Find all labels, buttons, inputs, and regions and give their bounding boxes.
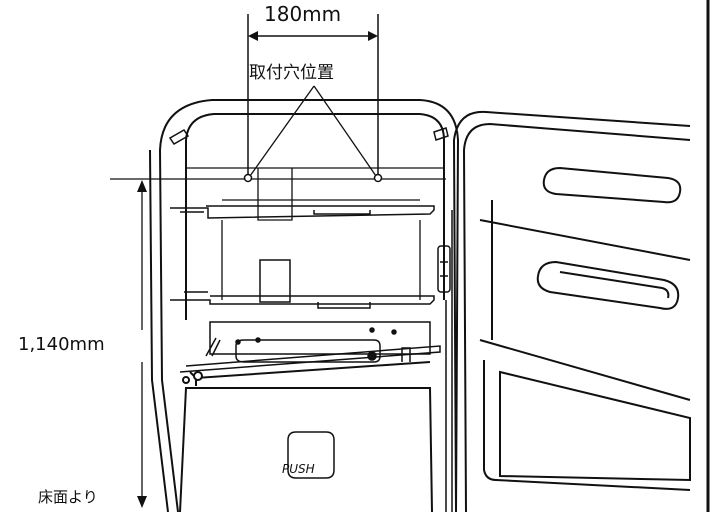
- push-button-label: PUSH: [282, 462, 315, 476]
- mounting-hole-left: [243, 173, 253, 183]
- height-dimension: [110, 178, 446, 508]
- mounting-holes: [243, 173, 383, 183]
- mounting-holes-label: 取付穴位置: [249, 63, 334, 83]
- door-hinge: [437, 210, 453, 512]
- open-door: [452, 110, 691, 512]
- middle-shelf: [170, 259, 435, 309]
- mounting-hole-right: [373, 173, 383, 183]
- door-slots: [536, 166, 682, 310]
- upper-shelf: [170, 205, 435, 219]
- width-dimension-label: 180mm: [264, 2, 342, 26]
- interior-wall: [186, 167, 444, 300]
- from-floor-label: 床面より: [38, 488, 98, 506]
- width-dimension: [247, 14, 379, 178]
- front-panel: [179, 361, 433, 512]
- mailbox-body: [149, 99, 460, 512]
- corner-screws: [168, 127, 449, 145]
- push-button-outline: [287, 431, 335, 479]
- height-dimension-label: 1,140mm: [18, 334, 105, 355]
- inner-flap: [179, 321, 441, 373]
